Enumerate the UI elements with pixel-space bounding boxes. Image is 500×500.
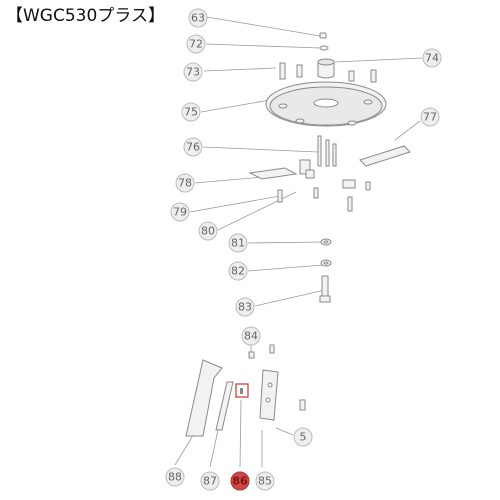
svg-text:82: 82 [231,265,245,278]
svg-text:83: 83 [238,301,252,314]
svg-text:78: 78 [178,177,192,190]
nut-72-shape [319,45,329,51]
svg-text:88: 88 [168,471,182,484]
guard-88-shape [185,359,223,437]
svg-text:80: 80 [201,225,215,238]
callout-84[interactable]: 84 [241,326,261,346]
callout-76[interactable]: 76 [183,137,203,157]
callout-73[interactable]: 73 [183,62,203,82]
callout-77[interactable]: 77 [420,107,440,127]
svg-text:77: 77 [423,111,437,124]
callouts: 63 72 73 74 75 76 77 78 79 80 81 82 83 8… [165,8,442,491]
callout-81[interactable]: 81 [228,233,248,253]
highlighted-part-86 [235,383,249,398]
callout-85[interactable]: 85 [255,471,275,491]
bolt-79-shape [277,189,283,203]
callout-78[interactable]: 78 [175,173,195,193]
callout-5[interactable]: 5 [293,427,313,447]
svg-text:87: 87 [203,475,217,488]
svg-text:76: 76 [186,141,200,154]
blade-mount-right-shape [342,179,356,189]
svg-text:86: 86 [232,475,248,488]
blade-77-shape [359,145,411,167]
svg-text:74: 74 [425,52,439,65]
blade-78-shape [248,167,298,180]
callout-75[interactable]: 75 [181,102,201,122]
part-drawings [185,32,411,437]
callout-88[interactable]: 88 [165,467,185,487]
bolt-83-shape [321,275,329,299]
callout-72[interactable]: 72 [186,34,206,54]
svg-text:75: 75 [184,106,198,119]
callout-87[interactable]: 87 [200,471,220,491]
hub-74-shape [317,61,335,79]
svg-text:79: 79 [173,206,187,219]
bracket-85-shape [259,369,279,421]
bar-87-shape [215,381,234,431]
diagram-title: 【WGC530プラス】 [6,6,165,26]
callout-79[interactable]: 79 [170,202,190,222]
callout-63[interactable]: 63 [188,8,208,28]
callout-86[interactable]: 86 [230,471,250,491]
svg-text:72: 72 [189,38,203,51]
leader-lines [174,16,423,468]
callout-83[interactable]: 83 [235,297,255,317]
callout-82[interactable]: 82 [228,261,248,281]
highlight-box-86 [235,383,249,398]
bolt-5-shape [299,399,306,411]
callout-74[interactable]: 74 [422,48,442,68]
bolts-73-shapes [279,62,377,83]
callout-80[interactable]: 80 [198,221,218,241]
svg-text:5: 5 [300,431,307,444]
svg-text:85: 85 [258,475,272,488]
svg-text:81: 81 [231,237,245,250]
pin-63-shape [319,32,327,39]
bolts-76-shapes [317,135,337,167]
screw-84-shape [248,351,255,359]
svg-text:73: 73 [186,66,200,79]
svg-text:63: 63 [191,12,205,25]
svg-text:84: 84 [244,330,258,343]
